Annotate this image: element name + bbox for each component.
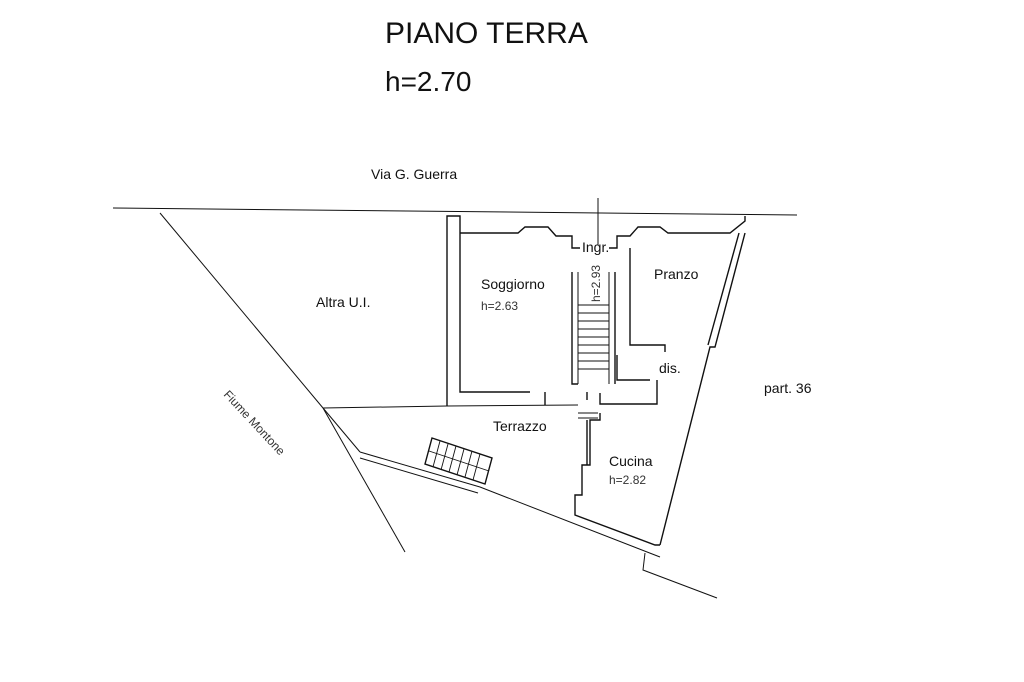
entrance-label: Ingr. <box>582 239 609 255</box>
other-unit-label: Altra U.I. <box>316 294 370 310</box>
site-boundaries <box>159 212 579 553</box>
dining-room-label: Pranzo <box>654 266 699 282</box>
closet-label: dis. <box>659 360 681 376</box>
living-room-label: Soggiorno <box>481 276 545 292</box>
floor-height: h=2.70 <box>385 66 471 97</box>
plan-title: PIANO TERRA <box>385 17 588 50</box>
stair-height: h=2.93 <box>589 265 603 302</box>
street-label: Via G. Guerra <box>371 166 457 182</box>
living-room-height: h=2.63 <box>481 299 518 313</box>
building-walls <box>359 215 746 599</box>
street-line <box>112 207 798 216</box>
river-label: Fiume Montone <box>221 387 288 458</box>
garden-stair <box>424 437 493 485</box>
kitchen-label: Cucina <box>609 453 653 469</box>
kitchen-height: h=2.82 <box>609 473 646 487</box>
parcel-label: part. 36 <box>764 380 812 396</box>
terrace-label: Terrazzo <box>493 418 547 434</box>
